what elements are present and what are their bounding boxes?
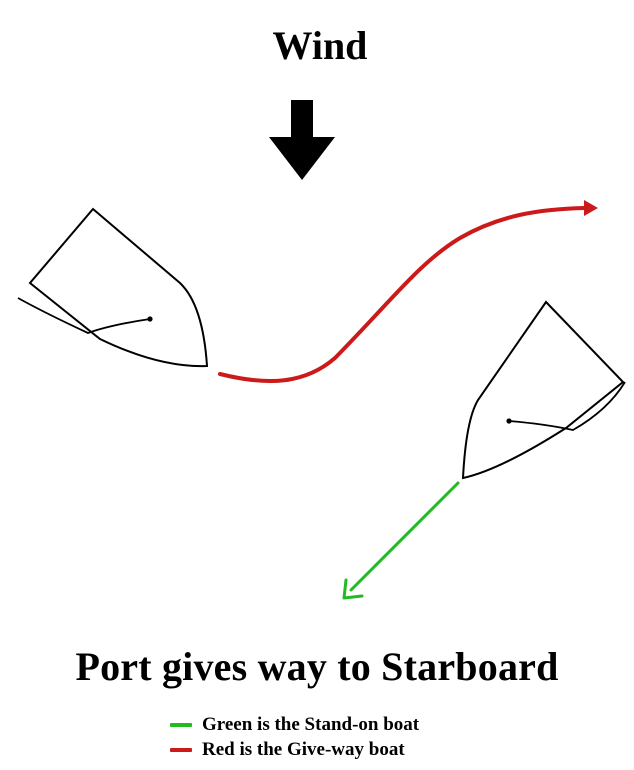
give-way-course-arrowhead xyxy=(584,200,598,216)
stand-on-boat-hull xyxy=(461,300,625,480)
give-way-boat-hull xyxy=(28,207,209,368)
stand-on-boat xyxy=(461,300,626,480)
stand-on-boat-sail xyxy=(508,381,626,431)
give-way-boat-mast xyxy=(147,316,153,322)
give-way-course-line xyxy=(218,206,587,383)
wind-label: Wind xyxy=(272,23,368,68)
wind-arrow-icon xyxy=(269,100,335,180)
stand-on-course-arrowhead xyxy=(342,578,364,600)
stand-on-course-line xyxy=(349,481,460,592)
legend-text: Green is the Stand-on boat xyxy=(202,713,420,735)
give-way-boat xyxy=(17,207,209,368)
legend-item-stand-on: Green is the Stand-on boat xyxy=(170,712,419,737)
legend-item-give-way: Red is the Give-way boat xyxy=(170,737,419,762)
give-way-boat-sail xyxy=(17,297,151,334)
legend-text: Red is the Give-way boat xyxy=(202,738,405,760)
legend: Green is the Stand-on boat Red is the Gi… xyxy=(170,712,419,762)
rule-headline: Port gives way to Starboard xyxy=(75,644,559,689)
legend-swatch-green xyxy=(170,722,192,727)
legend-swatch-red xyxy=(170,747,192,752)
stand-on-boat-mast xyxy=(506,418,512,424)
